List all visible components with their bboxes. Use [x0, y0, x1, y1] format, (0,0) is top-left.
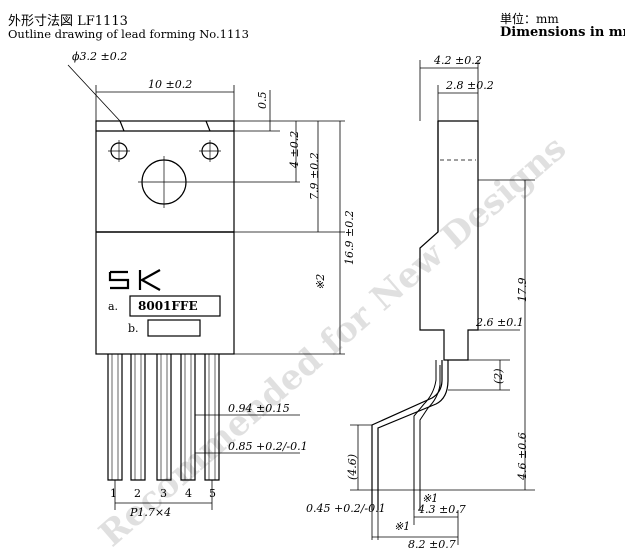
marking-a-value: 8001FFE: [138, 299, 198, 313]
pin-number-1: 1: [110, 487, 117, 500]
dim-pin-width: 0.94 ±0.15: [228, 402, 290, 415]
top-notch: [119, 120, 211, 132]
note-x1-b: ※1: [394, 520, 410, 533]
pin-number-2: 2: [134, 487, 141, 500]
dim-bend-length: (2): [492, 368, 505, 384]
dim-lead-length-ref: (4.6): [346, 454, 359, 480]
marking-a-label: a.: [108, 300, 118, 313]
unit-label-en: Dimensions in mm: [500, 25, 625, 40]
dim-body-width: 10 ±0.2: [148, 78, 192, 91]
unit-label-jp: 単位：mm: [500, 12, 559, 26]
dim-pin-thickness: 0.85 +0.2/-0.1: [228, 440, 308, 453]
marking-box-b: [147, 319, 201, 337]
pin-number-5: 5: [209, 487, 216, 500]
sk-logo: [108, 269, 161, 291]
dim-hole-to-top: 4 ±0.2: [288, 131, 301, 169]
front-view: [67, 64, 345, 510]
dim-hole-diameter: ϕ3.2 ±0.2: [72, 50, 127, 63]
note-x2: ※2: [314, 274, 327, 290]
drawing-title-en: Outline drawing of lead forming No.1113: [8, 27, 249, 41]
dim-spread: 4.3 ±0.7: [417, 503, 466, 516]
drawing-title-jp: 外形寸法図 LF1113: [8, 14, 128, 29]
dim-top-step: 0.5: [256, 92, 269, 110]
marking-box-a: [129, 295, 221, 317]
bent-lead: [371, 360, 449, 510]
straight-lead: [413, 360, 441, 510]
note-x1-a: ※1: [422, 492, 438, 505]
dim-hole-center: 7.9 ±0.2: [308, 152, 321, 200]
dim-lead-length: 4.6 ±0.6: [516, 432, 529, 481]
package-body: [95, 120, 235, 355]
pin-number-3: 3: [160, 487, 167, 500]
dim-total-spread: 8.2 ±0.7: [408, 538, 456, 551]
marking-b-label: b.: [128, 322, 139, 335]
pin-number-4: 4: [185, 487, 192, 500]
dim-total-thickness: 4.2 ±0.2: [433, 54, 482, 67]
dim-lead-thickness: 0.45 +0.2/-0.1: [306, 502, 386, 515]
dim-tab-thickness: 2.8 ±0.2: [445, 79, 494, 92]
dim-body-total: 17.9: [516, 278, 529, 303]
dim-lead-offset: 2.6 ±0.1: [475, 316, 524, 329]
dim-body-height: 16.9 ±0.2: [343, 210, 356, 265]
side-view: [350, 60, 535, 545]
dim-pin-pitch: P1.7×4: [129, 506, 171, 519]
